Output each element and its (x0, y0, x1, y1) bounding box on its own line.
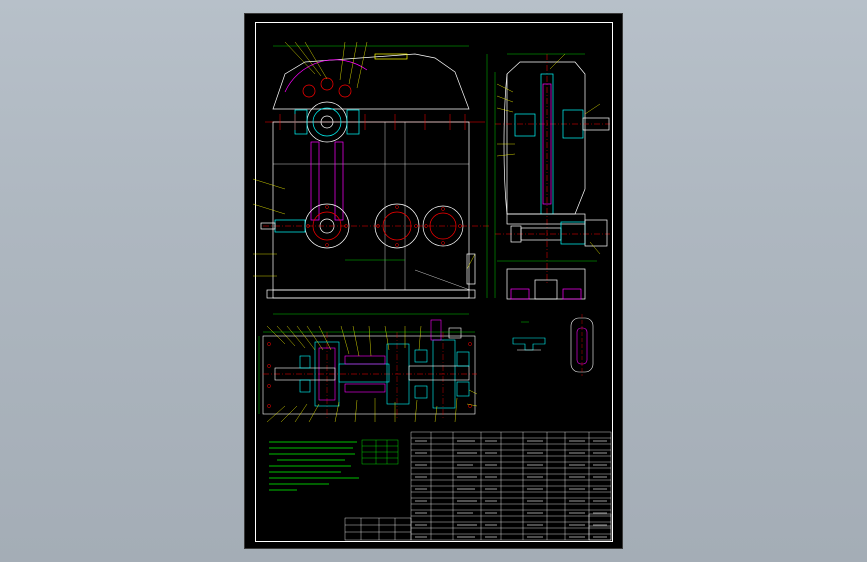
title-block (344, 513, 612, 541)
cad-drawing[interactable] (245, 14, 624, 550)
parts-list-table (410, 431, 612, 541)
spec-table (361, 439, 399, 465)
side-view (494, 53, 610, 300)
front-view (252, 41, 490, 315)
parts-list-entries (415, 440, 607, 538)
technical-notes (269, 441, 359, 491)
top-section-view (258, 319, 478, 423)
drawing-frame (255, 22, 613, 542)
drawing-sheet (244, 13, 623, 549)
detail-view-a (512, 321, 546, 351)
detail-view-b (570, 314, 594, 376)
